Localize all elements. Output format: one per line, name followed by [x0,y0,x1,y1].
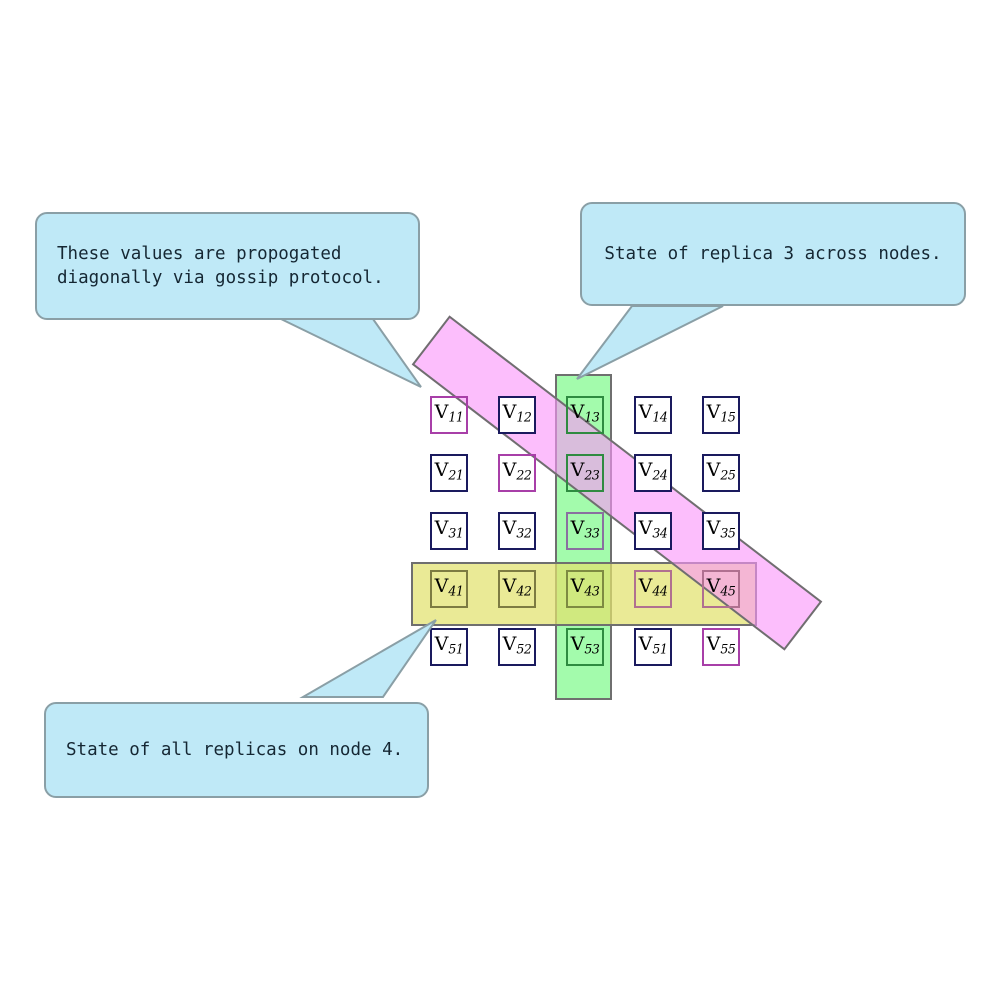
node4-callout-tail [299,619,437,698]
cell-label-v45: V45 [706,575,736,599]
grid-cell-v55[interactable]: V55 [702,628,740,666]
callout-gossip-propagation[interactable]: These values are propogated diagonally v… [35,212,420,320]
cell-label-v44: V44 [638,575,668,599]
grid-cell-v42[interactable]: V42 [498,570,536,608]
replica-value-grid: V11 V12 V13 V14 V15 V21 V22 V23 V24 V25 … [430,396,740,666]
grid-cell-v22[interactable]: V22 [498,454,536,492]
cell-label-v51: V51 [434,633,464,657]
grid-cell-v45[interactable]: V45 [702,570,740,608]
grid-cell-v32[interactable]: V32 [498,512,536,550]
cell-label-v15: V15 [706,401,736,425]
grid-cell-v11[interactable]: V11 [430,396,468,434]
grid-cell-v15[interactable]: V15 [702,396,740,434]
grid-cell-v54[interactable]: V51 [634,628,672,666]
cell-label-v21: V21 [434,459,464,483]
grid-cell-v13[interactable]: V13 [566,396,604,434]
cell-label-v23: V23 [570,459,600,483]
cell-label-v42: V42 [502,575,532,599]
grid-cell-v34[interactable]: V34 [634,512,672,550]
grid-cell-v35[interactable]: V35 [702,512,740,550]
cell-label-v52: V52 [502,633,532,657]
cell-label-v31: V31 [434,517,464,541]
callout-replica-3[interactable]: State of replica 3 across nodes. [580,202,966,306]
grid-cell-v23[interactable]: V23 [566,454,604,492]
cell-label-v22: V22 [502,459,532,483]
grid-cell-v31[interactable]: V31 [430,512,468,550]
cell-label-v12: V12 [502,401,532,425]
cell-label-v43: V43 [570,575,600,599]
grid-cell-v53[interactable]: V53 [566,628,604,666]
cell-label-v53: V53 [570,633,600,657]
callout-node-4-text: State of all replicas on node 4. [66,739,404,760]
grid-cell-v12[interactable]: V12 [498,396,536,434]
cell-label-v32: V32 [502,517,532,541]
cell-label-v24: V24 [638,459,668,483]
cell-label-v25: V25 [706,459,736,483]
cell-label-v11: V11 [434,401,464,425]
grid-cell-v52[interactable]: V52 [498,628,536,666]
grid-cell-v43[interactable]: V43 [566,570,604,608]
cell-label-v13: V13 [570,401,600,425]
cell-label-v34: V34 [638,517,668,541]
grid-cell-v21[interactable]: V21 [430,454,468,492]
cell-label-v35: V35 [706,517,736,541]
cell-label-v14: V14 [638,401,668,425]
grid-cell-v25[interactable]: V25 [702,454,740,492]
grid-cell-v14[interactable]: V14 [634,396,672,434]
cell-label-v33: V33 [570,517,600,541]
grid-cell-v44[interactable]: V44 [634,570,672,608]
callout-gossip-text: These values are propogated diagonally v… [57,243,384,288]
grid-cell-v33[interactable]: V33 [566,512,604,550]
cell-label-v54: V51 [638,633,668,657]
grid-cell-v24[interactable]: V24 [634,454,672,492]
callout-replica-3-text: State of replica 3 across nodes. [604,243,942,264]
gossip-callout-tail [280,318,422,388]
grid-cell-v41[interactable]: V41 [430,570,468,608]
grid-cell-v51[interactable]: V51 [430,628,468,666]
replica3-callout-tail [576,305,724,380]
callout-node-4[interactable]: State of all replicas on node 4. [44,702,429,798]
cell-label-v41: V41 [434,575,464,599]
cell-label-v55: V55 [706,633,736,657]
